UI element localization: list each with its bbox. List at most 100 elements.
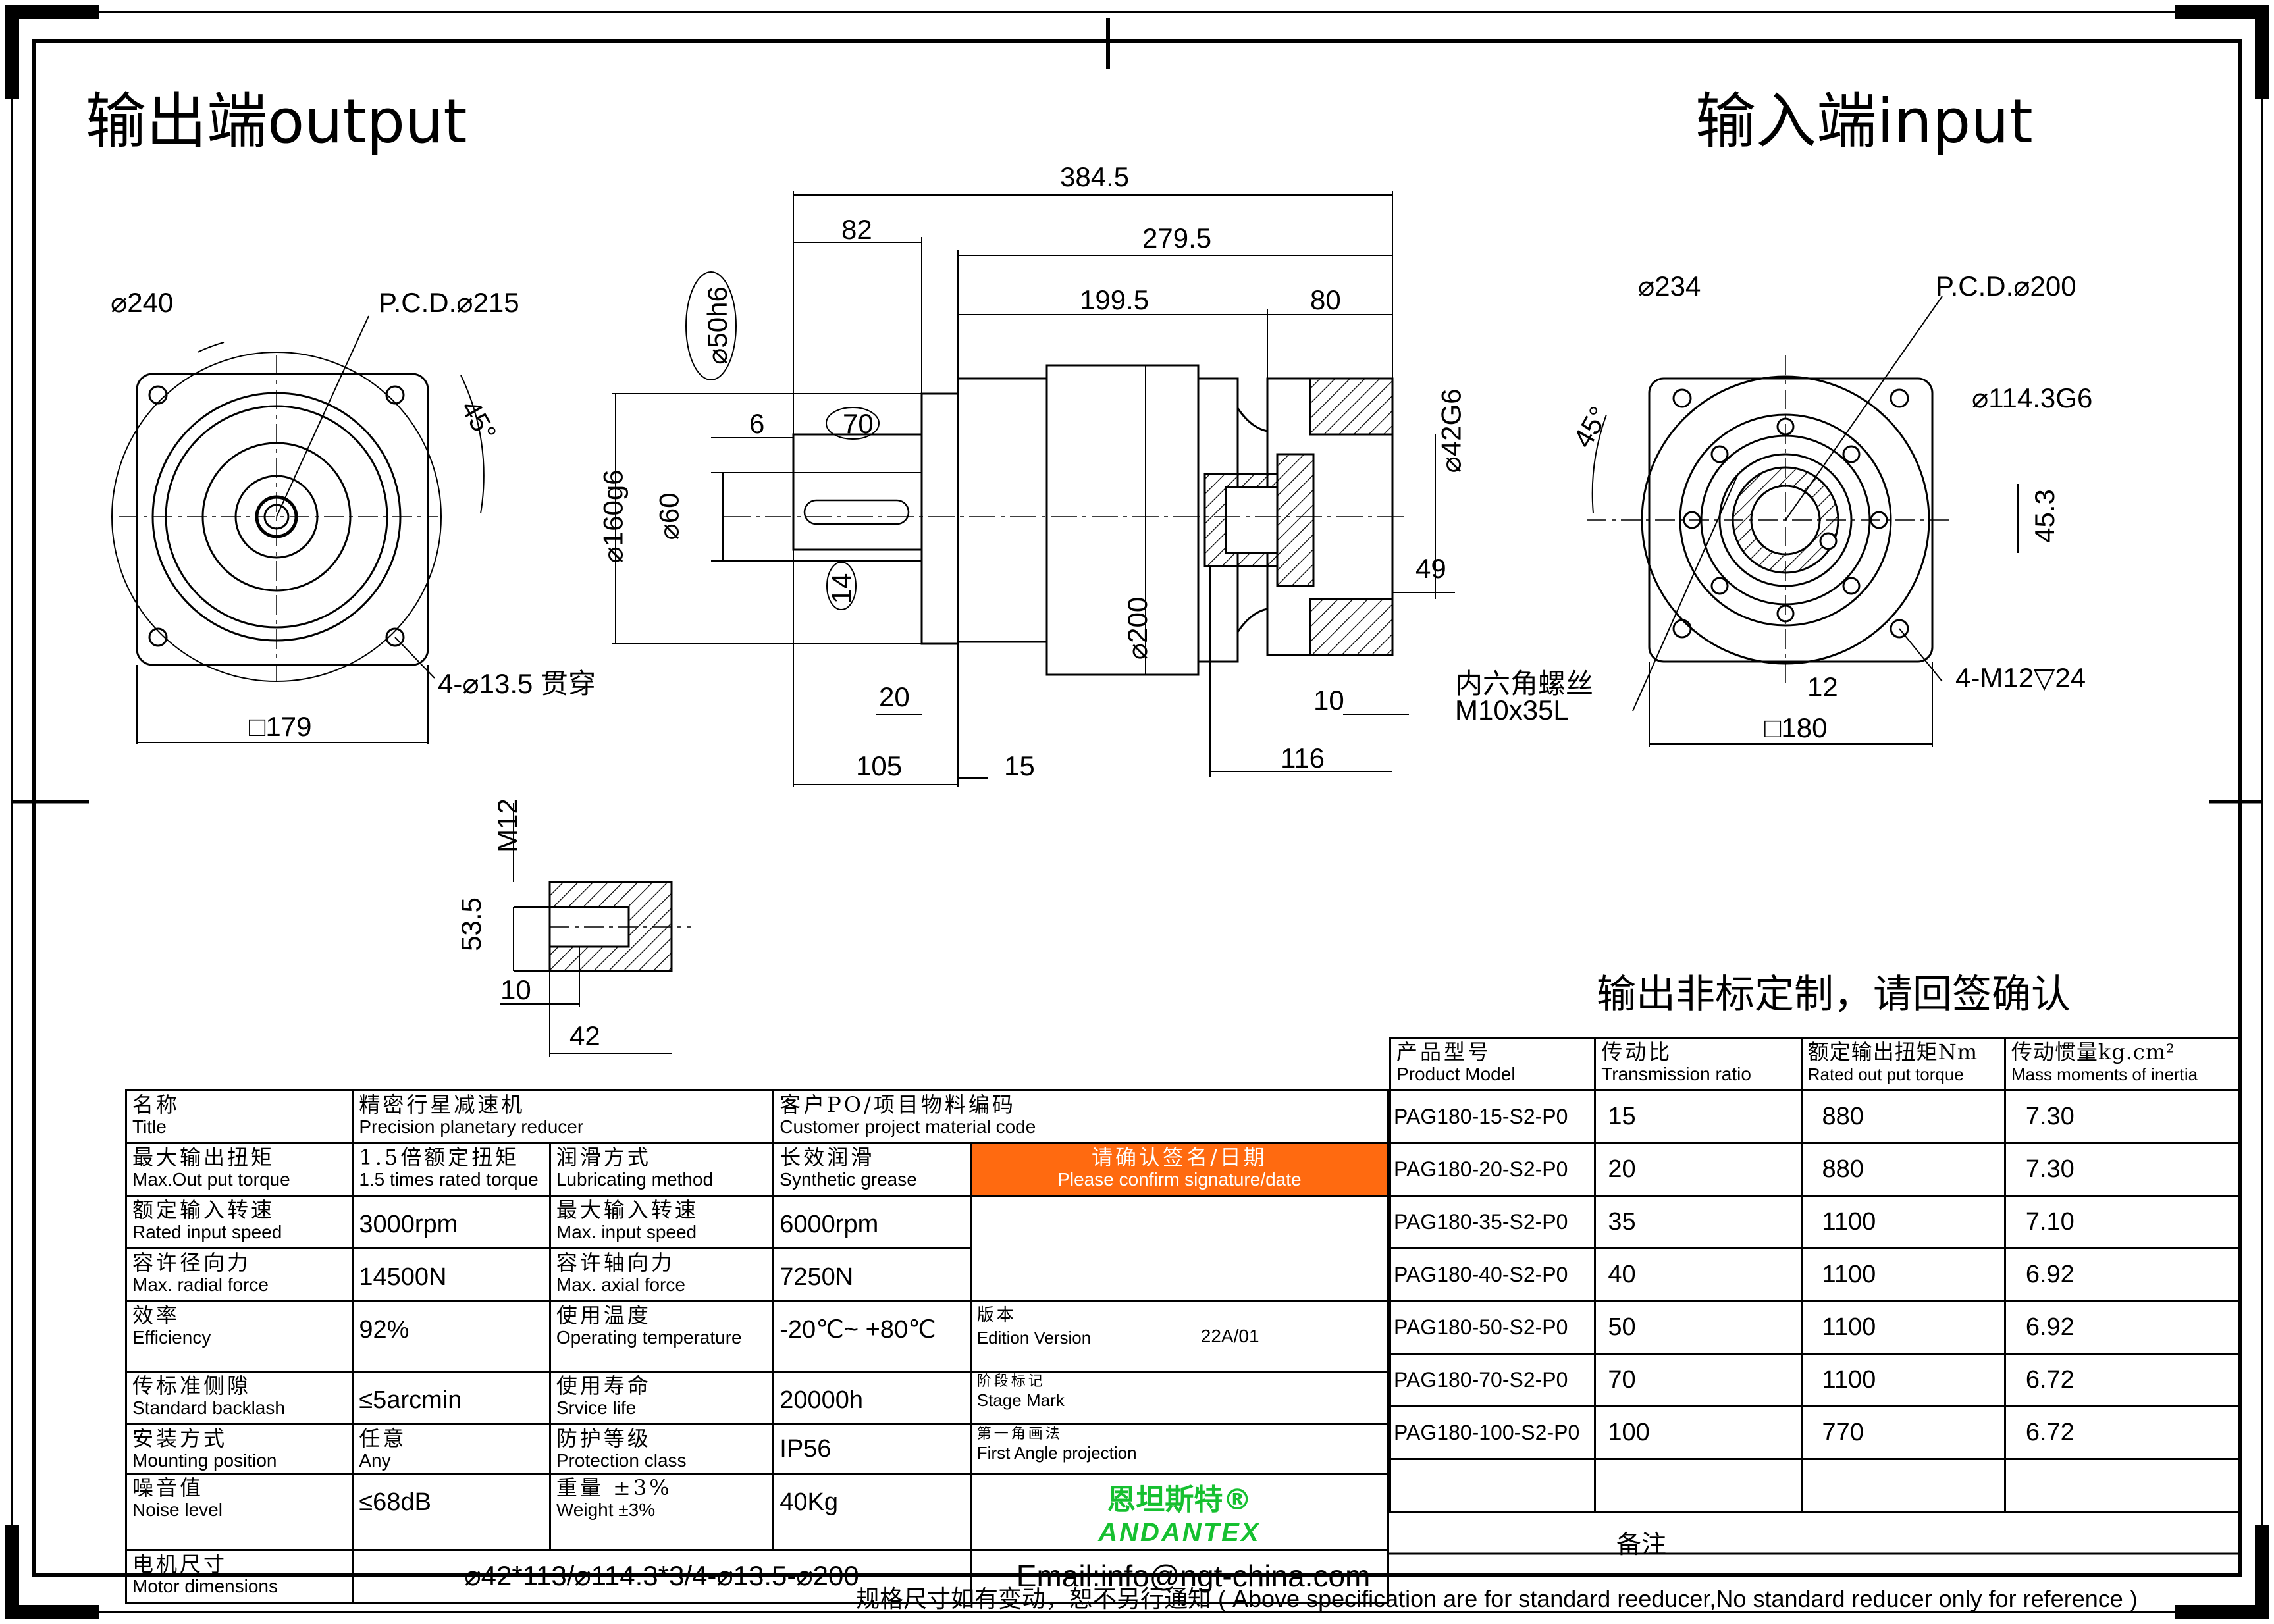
table-cell: 35: [1594, 1195, 1803, 1249]
table-cell: 100: [1594, 1405, 1803, 1460]
table-cell: PAG180-15-S2-P0: [1388, 1089, 1597, 1144]
spec-value: 3000rpm: [352, 1195, 551, 1249]
spec-value: -20℃~ +80℃: [772, 1300, 972, 1373]
dim-label: ⌀60: [653, 492, 685, 540]
dim-label: 80: [1310, 284, 1341, 315]
dim-label: 105: [856, 750, 903, 781]
table-cell: 1100: [1800, 1247, 2006, 1302]
dim-label: ⌀160g6: [597, 469, 629, 563]
dim-label: 10: [1313, 685, 1344, 716]
side-section-view: [724, 364, 1409, 676]
spec-value: ≤5arcmin: [352, 1371, 551, 1425]
dim-label: □180: [1764, 712, 1828, 743]
spec-value: 7250N: [772, 1247, 972, 1302]
input-flange-view: [1587, 296, 2019, 747]
dim-label: 49: [1415, 553, 1446, 584]
dim-label: ⌀234: [1638, 271, 1701, 301]
table-cell: 1100: [1800, 1300, 2006, 1355]
dim-label: 116: [1281, 743, 1325, 773]
remarks-label: 备注: [1616, 1530, 1667, 1559]
dim-label: □179: [249, 711, 312, 742]
table-cell: 7.30: [2003, 1142, 2240, 1197]
table-cell: 770: [1800, 1405, 2006, 1460]
email-cell[interactable]: Email:info@ngt-china.com: [969, 1549, 1390, 1604]
dim-label: ⌀42G6: [1435, 388, 1467, 473]
table-cell: 880: [1800, 1089, 2006, 1144]
table-cell: PAG180-100-S2-P0: [1388, 1405, 1597, 1460]
table-cell: 7.30: [2003, 1089, 2240, 1144]
dim-label: 53.5: [455, 897, 487, 951]
spec-value: 40Kg: [772, 1473, 972, 1551]
motor-dimensions-value: ⌀42*113/⌀114.3*3/4-⌀13.5-⌀200: [352, 1549, 972, 1604]
footer-note: 规格尺寸如有变动，恕不另行通知 ( Above specification ar…: [856, 1585, 2138, 1612]
detail-section-view: [500, 803, 691, 1057]
dim-label: 199.5: [1080, 284, 1150, 315]
table-cell: 880: [1800, 1142, 2006, 1197]
signature-area[interactable]: [969, 1195, 1390, 1302]
dim-label: 4-⌀13.5 贯穿: [438, 668, 596, 699]
dim-label: 14: [826, 573, 857, 604]
dim-label: 384.5: [1060, 161, 1130, 192]
table-cell: PAG180-40-S2-P0: [1388, 1247, 1597, 1302]
table-cell: 7.10: [2003, 1195, 2240, 1249]
table-cell: PAG180-70-S2-P0: [1388, 1353, 1597, 1407]
dim-label: 45.3: [2028, 489, 2060, 543]
dim-label: 279.5: [1142, 223, 1212, 253]
dim-label: 6: [749, 408, 765, 439]
table-cell: 6.72: [2003, 1353, 2240, 1407]
table-cell: 20: [1594, 1142, 1803, 1197]
spec-value: 6000rpm: [772, 1195, 972, 1249]
output-side-title: 输出端output: [86, 86, 467, 157]
custom-note: 输出非标定制，请回签确认: [1597, 972, 2071, 1018]
spec-value: 14500N: [352, 1247, 551, 1302]
dim-label: 42: [569, 1020, 600, 1051]
dim-label: 4-M12▽24: [1955, 662, 2086, 693]
side-dimensions: [612, 191, 1455, 787]
dim-label: P.C.D.⌀200: [1936, 271, 2076, 301]
spec-value: IP56: [772, 1423, 972, 1475]
dim-label: ⌀200: [1122, 596, 1153, 660]
table-row-empty: [1388, 1458, 2240, 1513]
brand-logo: 恩坦斯特®ANDANTEX: [969, 1473, 1390, 1551]
dim-label: M12: [491, 799, 523, 852]
dim-label: ⌀114.3G6: [1972, 382, 2093, 413]
dim-label: ⌀50h6: [701, 286, 733, 365]
table-cell: 6.92: [2003, 1247, 2240, 1302]
dim-label: ⌀240: [111, 287, 174, 318]
table-cell: PAG180-35-S2-P0: [1388, 1195, 1597, 1249]
table-cell: PAG180-50-S2-P0: [1388, 1300, 1597, 1355]
table-cell-empty: [2003, 1458, 2240, 1513]
table-cell: 70: [1594, 1353, 1803, 1407]
